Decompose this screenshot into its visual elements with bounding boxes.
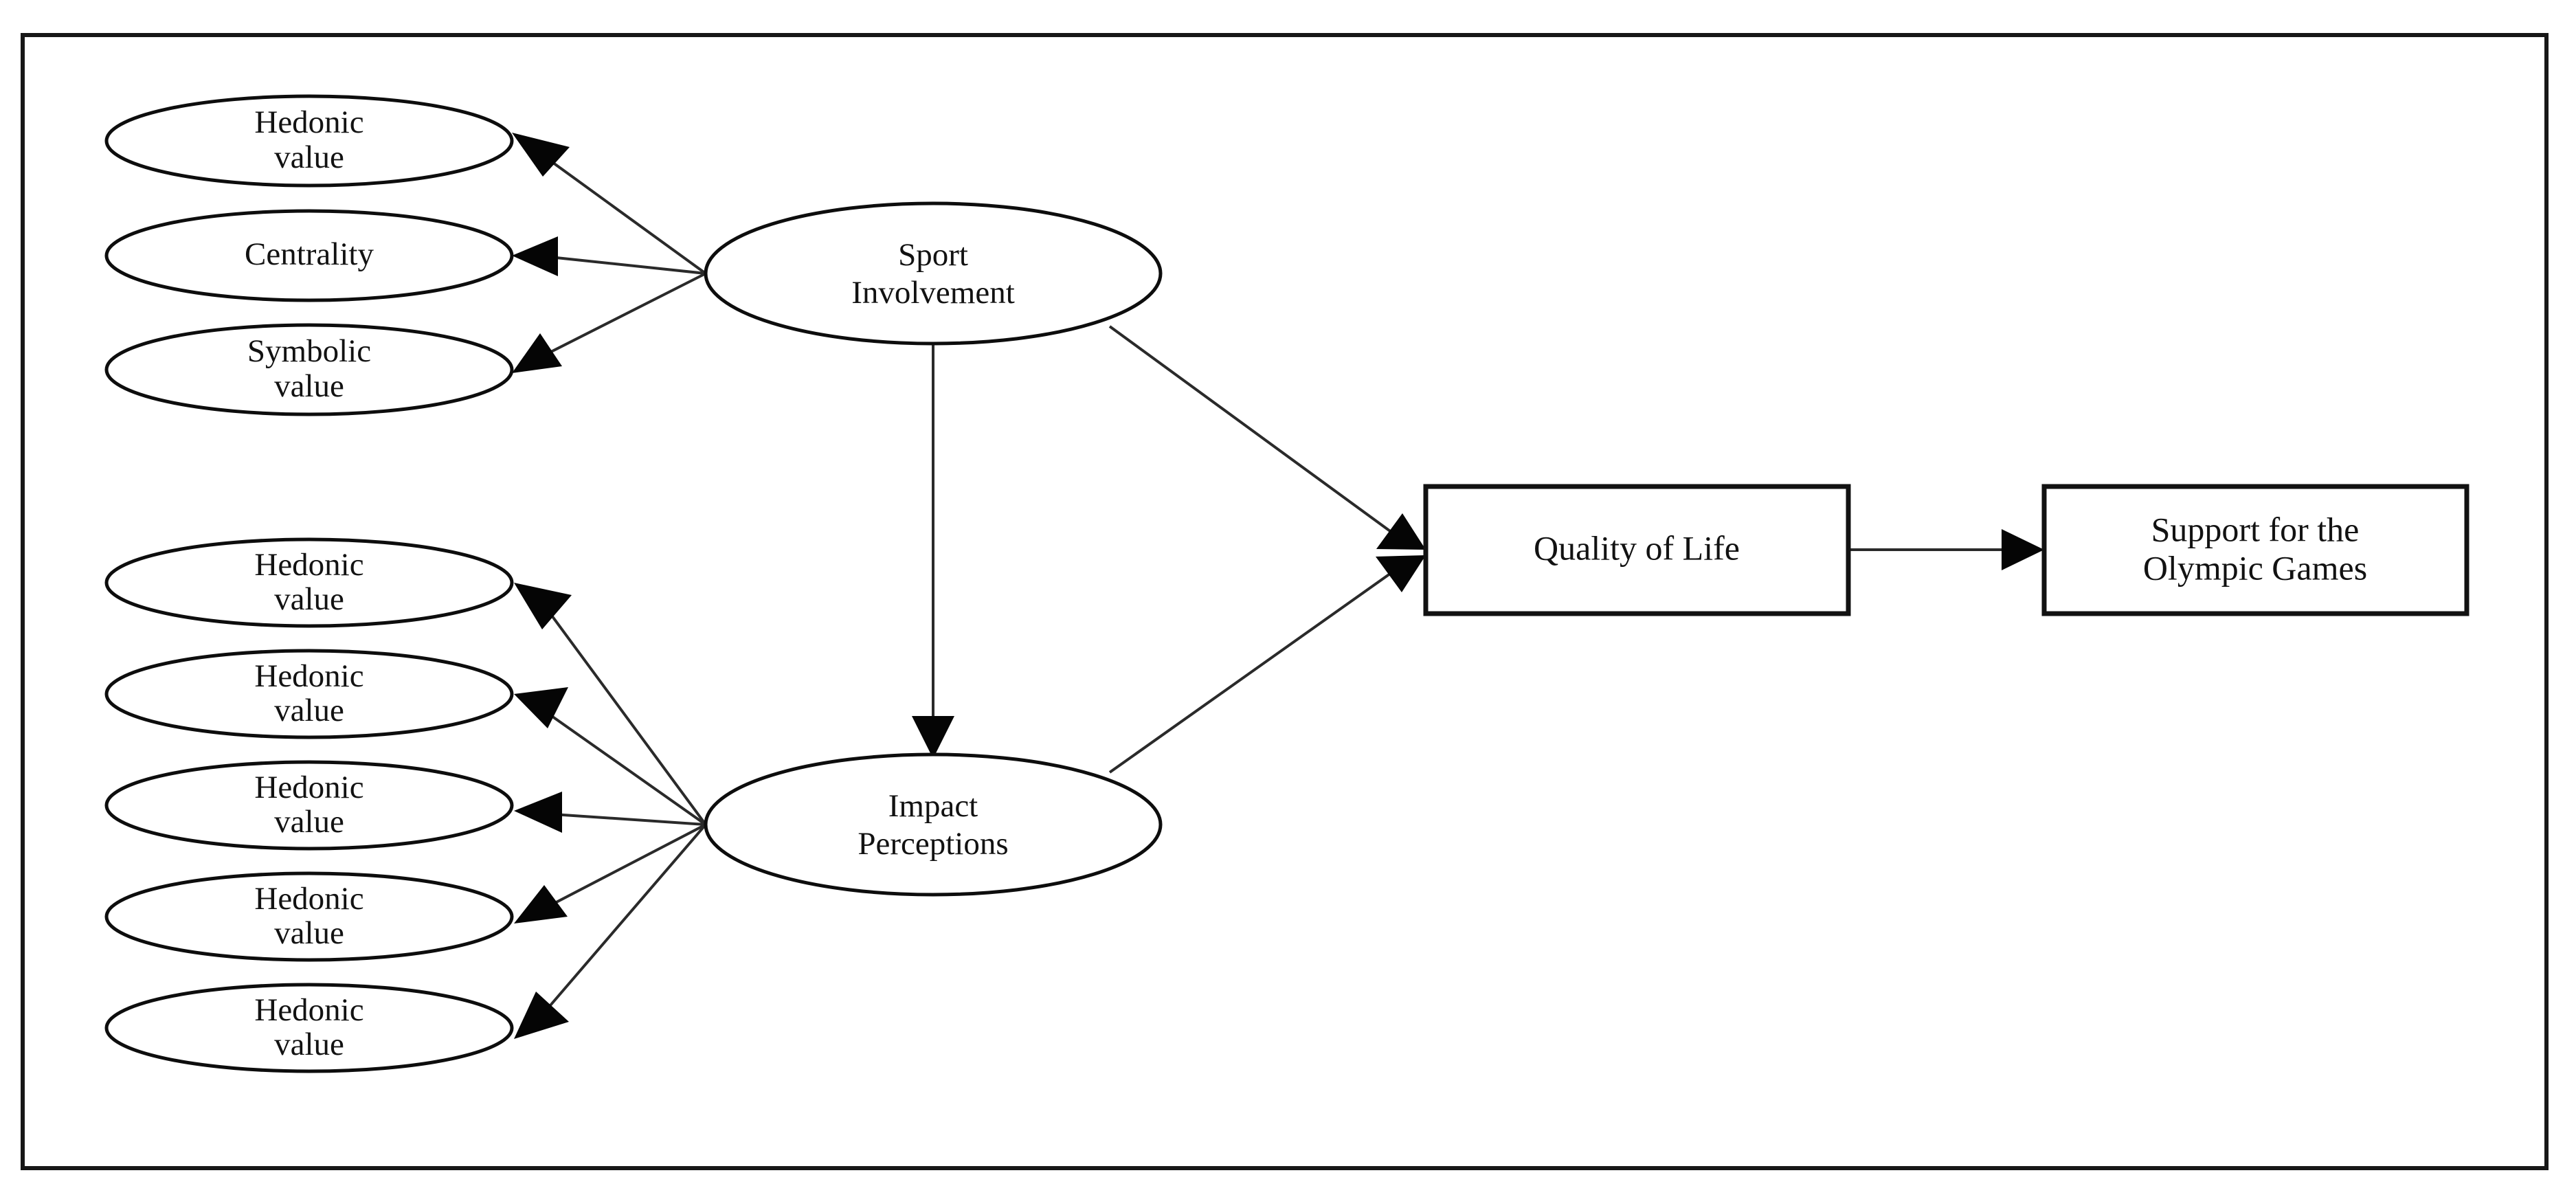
edge-ip-to-qol-arrowhead bbox=[1376, 555, 1426, 592]
edge-si-to-ip-arrowhead bbox=[912, 716, 954, 759]
edge-si-to-qol-line bbox=[1108, 325, 1396, 536]
si-ind-3-label-line1: Symbolic bbox=[247, 333, 371, 369]
node-impact-perceptions[interactable]: Impact Perceptions bbox=[704, 752, 1163, 897]
sport-involvement-ellipse[interactable] bbox=[704, 201, 1163, 346]
edge-si-to-ind2-arrowhead bbox=[512, 236, 558, 276]
edge-group-sport-indicators bbox=[512, 133, 707, 373]
si-ind-2-label-line1: Centrality bbox=[245, 236, 374, 272]
node-quality-of-life[interactable]: Quality of Life bbox=[1423, 484, 1851, 616]
support-olympic-games-rect[interactable] bbox=[2041, 484, 2469, 616]
edge-ip-to-ind1-arrowhead bbox=[514, 583, 572, 629]
edge-ip-to-ind3-arrowhead bbox=[514, 792, 562, 833]
node-si-ind-1[interactable]: Hedonic value bbox=[104, 94, 514, 188]
node-sport-involvement[interactable]: Sport Involvement bbox=[704, 201, 1163, 346]
support-olympic-games-label-line1: Support for the bbox=[2151, 510, 2360, 548]
edge-ip-to-ind2-arrowhead bbox=[514, 687, 568, 728]
edge-ip-to-qol-line bbox=[1108, 569, 1396, 774]
si-ind-1-label-line1: Hedonic bbox=[254, 104, 363, 140]
si-ind-1-ellipse[interactable] bbox=[104, 94, 514, 188]
ip-ind-1-ellipse[interactable] bbox=[104, 537, 514, 628]
node-ip-ind-4[interactable]: Hedonic value bbox=[104, 871, 514, 962]
node-ip-ind-3[interactable]: Hedonic value bbox=[104, 760, 514, 851]
ip-ind-3-label-line2: value bbox=[274, 804, 344, 840]
edge-ip-to-ind4-arrowhead bbox=[514, 885, 568, 924]
node-ip-ind-1[interactable]: Hedonic value bbox=[104, 537, 514, 628]
edge-ip-to-ind5-line bbox=[545, 823, 707, 1011]
edge-group-impact-indicators bbox=[514, 583, 707, 1039]
ip-ind-3-label-line1: Hedonic bbox=[254, 770, 363, 805]
si-ind-3-ellipse[interactable] bbox=[104, 323, 514, 416]
edge-si-to-qol-arrowhead bbox=[1376, 513, 1426, 550]
si-ind-2-ellipse[interactable] bbox=[104, 209, 514, 302]
figure-border bbox=[21, 33, 2549, 1170]
edge-ip-to-ind3-line bbox=[552, 813, 706, 826]
edge-ip-to-ind5-arrowhead bbox=[514, 992, 569, 1039]
si-ind-3-label-line2: value bbox=[274, 368, 344, 404]
ip-ind-2-label-line2: value bbox=[274, 693, 344, 728]
quality-of-life-label-line1: Quality of Life bbox=[1534, 528, 1740, 567]
ip-ind-1-label-line2: value bbox=[274, 581, 344, 617]
ip-ind-2-label-line1: Hedonic bbox=[254, 658, 363, 694]
edge-si-to-ind2-line bbox=[549, 256, 706, 275]
edge-ip-to-ind4-line bbox=[549, 823, 706, 907]
ip-ind-2-ellipse[interactable] bbox=[104, 649, 514, 739]
ip-ind-4-ellipse[interactable] bbox=[104, 871, 514, 962]
ip-ind-4-label-line2: value bbox=[274, 915, 344, 951]
edge-si-to-ind3-line bbox=[542, 272, 706, 357]
ip-ind-4-label-line1: Hedonic bbox=[254, 881, 363, 917]
quality-of-life-rect[interactable] bbox=[1423, 484, 1851, 616]
node-si-ind-2[interactable]: Centrality bbox=[104, 209, 514, 302]
edge-ip-to-ind1-line bbox=[545, 607, 707, 826]
ip-ind-5-ellipse[interactable] bbox=[104, 983, 514, 1073]
node-ip-ind-2[interactable]: Hedonic value bbox=[104, 649, 514, 739]
impact-perceptions-label-line1: Impact bbox=[888, 788, 978, 824]
node-si-ind-3[interactable]: Symbolic value bbox=[104, 323, 514, 416]
si-ind-1-label-line2: value bbox=[274, 139, 344, 175]
ip-ind-5-label-line2: value bbox=[274, 1027, 344, 1062]
support-olympic-games-label-line2: Olympic Games bbox=[2143, 548, 2367, 587]
edge-si-to-ind3-arrowhead bbox=[512, 333, 562, 373]
edge-group-qol-to-support bbox=[1848, 529, 2044, 570]
sport-involvement-label-line1: Sport bbox=[898, 237, 968, 273]
sport-involvement-label-line2: Involvement bbox=[851, 275, 1015, 311]
edge-qol-to-support-arrowhead bbox=[2002, 529, 2044, 570]
impact-perceptions-ellipse[interactable] bbox=[704, 752, 1163, 897]
edge-si-to-ind1-line bbox=[541, 154, 707, 275]
edge-group-latents-to-qol bbox=[1108, 325, 1426, 774]
edge-si-to-ind1-arrowhead bbox=[512, 133, 570, 177]
ip-ind-3-ellipse[interactable] bbox=[104, 760, 514, 851]
impact-perceptions-label-line2: Perceptions bbox=[858, 826, 1008, 862]
edge-group-si-to-ip bbox=[912, 344, 954, 759]
node-ip-ind-5[interactable]: Hedonic value bbox=[104, 983, 514, 1073]
edge-ip-to-ind2-line bbox=[548, 713, 707, 826]
node-support-olympic-games[interactable]: Support for the Olympic Games bbox=[2041, 484, 2469, 616]
ip-ind-5-label-line1: Hedonic bbox=[254, 992, 363, 1028]
ip-ind-1-label-line1: Hedonic bbox=[254, 547, 363, 583]
